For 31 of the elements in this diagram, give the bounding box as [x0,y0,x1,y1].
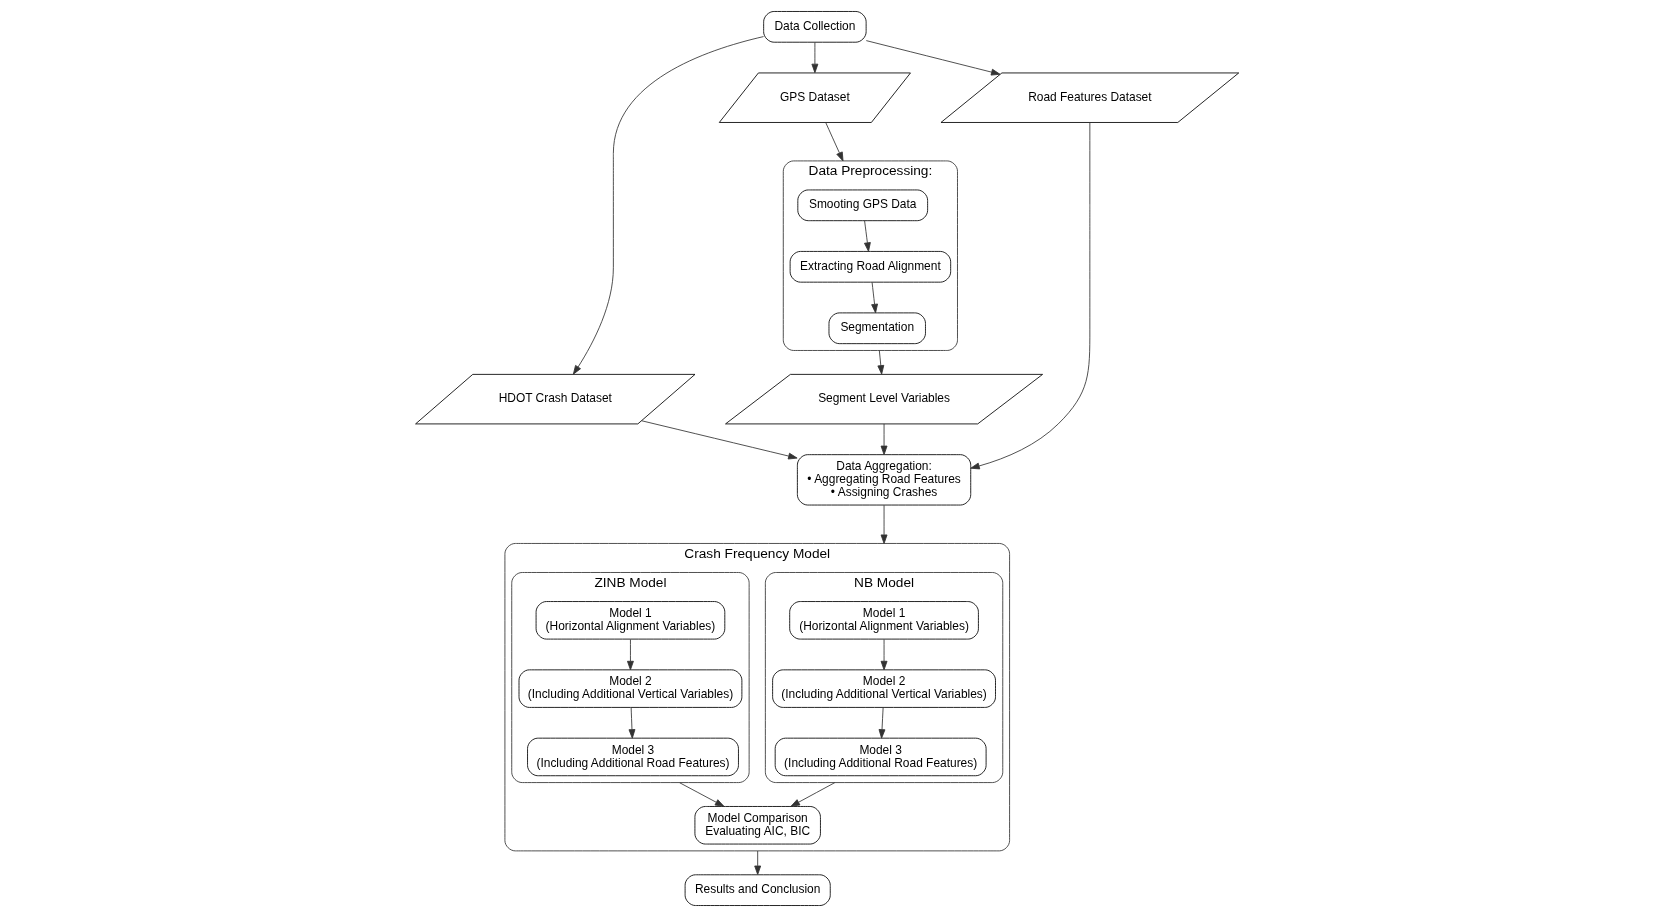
node-box: Smooting GPS Data [797,189,929,222]
node-box: Model 2 (Including Additional Vertical Variables) [772,669,996,708]
node-box: Model 3 (Including Additional Road Features) [774,737,987,777]
arrow [865,40,1001,76]
arrow [880,423,888,456]
node-box: Segmentation [828,312,926,345]
node-box: Data Aggregation: • Aggregating Road Features • Assigning Crashes [796,454,972,506]
node-box: Extracting Road Alignment [789,251,952,283]
node-box: Results and Conclusion [684,874,831,906]
arrow [754,850,762,875]
arrow [641,420,798,460]
node-box: Data Collection [763,11,867,43]
arrow [811,41,819,74]
arrow [880,638,888,671]
arrow [864,220,871,252]
arrow [871,282,878,314]
arrow [878,707,886,739]
arrow [627,638,634,671]
node-box: Model 2 (Including Additional Vertical Variables) [518,669,743,708]
node-box: Model 1 (Horizontal Alignment Variables) [535,601,726,640]
node-box: Model 3 (Including Additional Road Features) [527,737,739,777]
arrow [572,36,764,375]
arrow [825,122,844,162]
arrow [877,350,885,375]
node-box: Model Comparison Evaluating AIC, BIC [694,806,821,845]
arrow [628,707,636,739]
arrow [880,504,888,544]
arrow [790,782,836,807]
arrow [678,782,725,807]
arrow [970,122,1091,470]
node-box: Model 1 (Horizontal Alignment Variables) [789,601,979,640]
